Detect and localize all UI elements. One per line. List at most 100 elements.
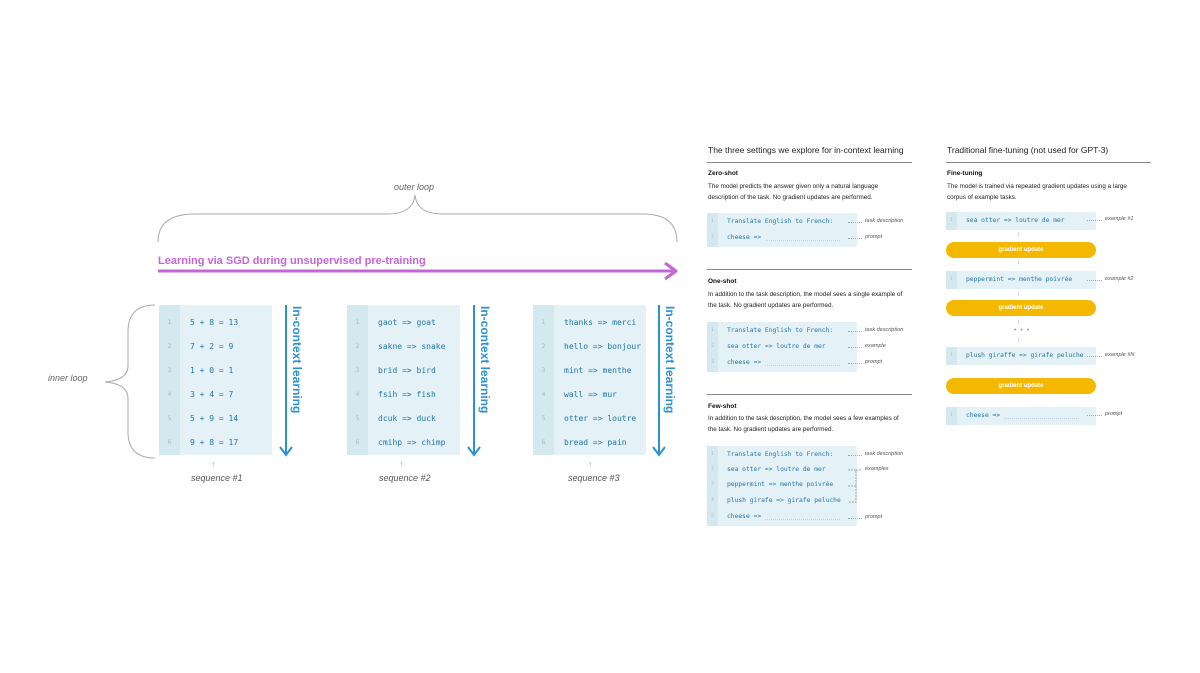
- annotation-line: [848, 455, 862, 456]
- answer-blank: [765, 519, 840, 520]
- down-arrow-icon: ↓: [1017, 231, 1021, 238]
- annotation-example: example: [865, 343, 886, 349]
- up-arrow-icon: ↑: [399, 459, 404, 469]
- outer-loop-brace: [157, 194, 678, 243]
- line-number: 3: [167, 367, 172, 374]
- code-line: cheese =>: [727, 359, 762, 366]
- line-number: 3: [541, 367, 546, 374]
- sequence-line: fsih => fish: [378, 390, 436, 399]
- code-line: peppermint => menthe poivrée: [727, 481, 834, 488]
- in-context-arrow: [652, 305, 666, 457]
- annotation-line: [848, 222, 862, 223]
- line-number: 2: [541, 343, 546, 350]
- down-arrow-icon: ↓: [1017, 318, 1021, 325]
- finetuning-title: Fine-tuning: [947, 170, 983, 177]
- sequence-line: 5 + 9 = 14: [190, 414, 239, 423]
- line-number: 1: [711, 452, 714, 457]
- one-shot-prompt-box: 1 Translate English to French: 2 sea otter…: [707, 322, 857, 372]
- line-number: 2: [711, 235, 714, 240]
- answer-blank: [765, 365, 840, 366]
- code-line: sea otter => loutre de mer: [966, 217, 1065, 224]
- sequence-line: cmihp => chimp: [378, 438, 446, 447]
- examples-bracket: [848, 469, 862, 503]
- line-number: 6: [355, 439, 360, 446]
- code-line: peppermint => menthe poivrée: [966, 276, 1073, 283]
- annotation-prompt: prompt: [1105, 411, 1123, 417]
- sequence-line: 7 + 2 = 9: [190, 342, 234, 351]
- annotation-example-n: example #N: [1105, 352, 1135, 358]
- sequence-label: sequence #1: [191, 473, 243, 483]
- line-number: 6: [167, 439, 172, 446]
- annotation-line: [848, 347, 862, 348]
- code-line: cheese =>: [727, 234, 762, 241]
- annotation-line: [848, 238, 862, 239]
- answer-blank: [765, 240, 840, 241]
- line-number: 2: [355, 343, 360, 350]
- down-arrow-icon: ↓: [1017, 336, 1021, 343]
- line-gutter: [946, 271, 957, 289]
- in-context-arrow: [467, 305, 481, 457]
- sequence-label: sequence #3: [568, 473, 620, 483]
- code-line: Translate English to French:: [727, 327, 834, 334]
- annotation-line: [1087, 280, 1102, 281]
- line-number: 1: [355, 319, 360, 326]
- line-number: 4: [355, 391, 360, 398]
- annotation-line: [848, 363, 862, 364]
- inner-loop-label: inner loop: [48, 373, 88, 383]
- line-number: 5: [711, 514, 714, 519]
- few-shot-description: In addition to the task description, the…: [708, 415, 899, 433]
- line-gutter: [159, 305, 180, 455]
- code-line: cheese =>: [727, 513, 762, 520]
- sequence-line: gaot => goat: [378, 318, 436, 327]
- gradient-update-pill: gradient update: [946, 300, 1096, 316]
- line-number: 1: [950, 277, 953, 282]
- gradient-update-pill: gradient update: [946, 378, 1096, 394]
- code-line: plush giraffe => girafe peluche: [966, 352, 1084, 359]
- line-number: 2: [711, 344, 714, 349]
- line-gutter: [707, 213, 718, 247]
- one-shot-title: One-shot: [708, 278, 737, 285]
- zero-shot-title: Zero-shot: [708, 170, 738, 177]
- line-gutter: [347, 305, 368, 455]
- line-gutter: [707, 322, 718, 372]
- line-gutter: [707, 446, 718, 526]
- sequence-line: 1 + 0 = 1: [190, 366, 234, 375]
- code-line: sea otter => loutre de mer: [727, 343, 826, 350]
- annotation-line: [1087, 356, 1102, 357]
- gradient-update-pill: gradient update: [946, 242, 1096, 258]
- line-number: 5: [355, 415, 360, 422]
- annotation-prompt: prompt: [865, 514, 883, 520]
- up-arrow-icon: ↑: [211, 459, 216, 469]
- sequence-line: 3 + 4 = 7: [190, 390, 234, 399]
- line-gutter: [533, 305, 554, 455]
- down-arrow-icon: ↓: [1017, 290, 1021, 297]
- finetuning-example-box-2: 1 peppermint => menthe poivrée: [946, 271, 1096, 289]
- sequence-line: thanks => merci: [564, 318, 637, 327]
- up-arrow-icon: ↑: [588, 459, 593, 469]
- line-number: 4: [711, 498, 714, 503]
- line-gutter: [946, 212, 957, 230]
- line-number: 3: [355, 367, 360, 374]
- line-number: 4: [167, 391, 172, 398]
- annotation-task-description: task description: [865, 218, 904, 224]
- line-gutter: [946, 407, 957, 425]
- sequence-line: 9 + 8 = 17: [190, 438, 239, 447]
- line-number: 1: [541, 319, 546, 326]
- sequence-line: bread => pain: [564, 438, 627, 447]
- annotation-line: [848, 331, 862, 332]
- annotation-prompt: prompt: [865, 359, 883, 365]
- sequence-line: hello => bonjour: [564, 342, 642, 351]
- divider: [707, 394, 912, 395]
- annotation-example-2: example #2: [1105, 276, 1134, 282]
- line-number: 1: [711, 328, 714, 333]
- line-gutter: [946, 347, 957, 365]
- line-number: 1: [167, 319, 172, 326]
- line-number: 1: [950, 413, 953, 418]
- in-context-arrow: [279, 305, 293, 457]
